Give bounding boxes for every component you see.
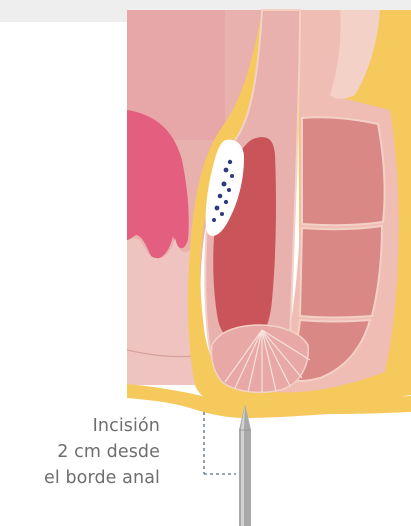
incision-caption: Incisión 2 cm desde el borde anal (0, 413, 160, 491)
caption-line-1: Incisión (0, 413, 160, 439)
caption-line-3: el borde anal (0, 465, 160, 491)
sphincter-upper-segment (302, 117, 385, 225)
needle-icon (239, 404, 251, 526)
dashed-measurement-bracket (204, 412, 236, 474)
sphincter-middle-segment (300, 226, 382, 318)
caption-line-2: 2 cm desde (0, 439, 160, 465)
